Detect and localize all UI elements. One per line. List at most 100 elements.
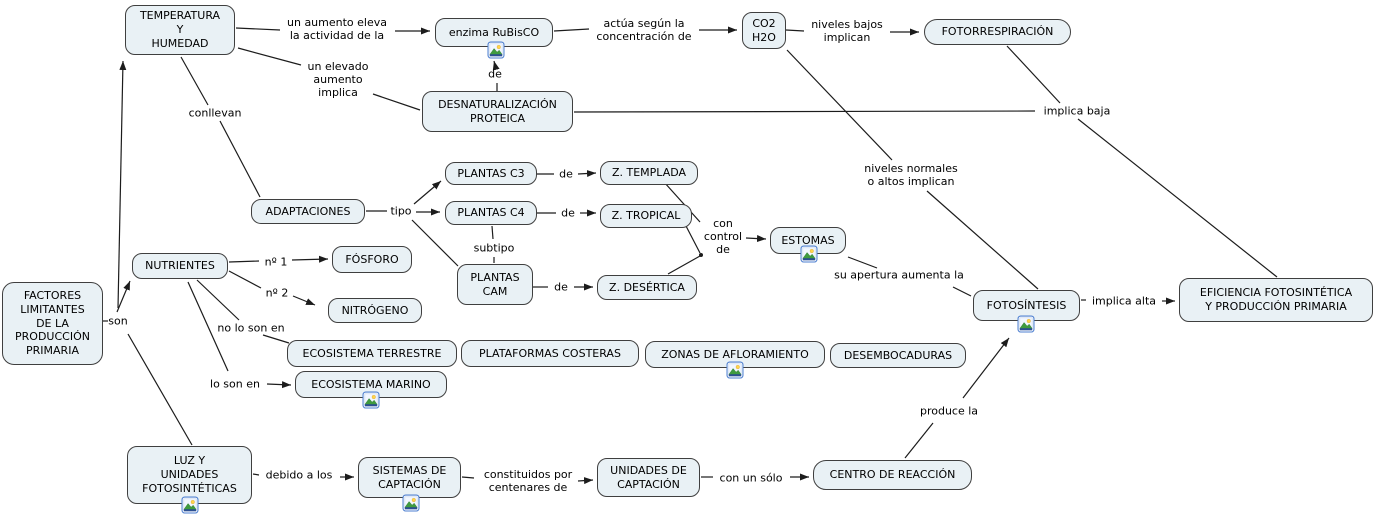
link-label-de-c4[interactable]: de [561,206,575,220]
node-plantas-cam[interactable]: PLANTAS CAM [457,264,533,305]
node-label: UNIDADES DE CAPTACIÓN [610,463,687,491]
node-label: ECOSISTEMA MARINO [311,377,431,391]
link-label-lo-son-en[interactable]: lo son en [210,377,260,391]
link-label-niveles-normales[interactable]: niveles normales o altos implican [864,161,958,188]
node-label: CENTRO DE REACCIÓN [829,468,956,482]
link-label-elevado-aumento[interactable]: un elevado aumento implica [307,60,369,100]
node-nitrogeno[interactable]: NITRÓGENO [328,298,422,323]
node-fosforo[interactable]: FÓSFORO [332,246,412,273]
resource-image-icon[interactable] [181,496,199,514]
node-zonas-afloramiento[interactable]: ZONAS DE AFLORAMIENTO [645,341,825,368]
node-label: PLANTAS CAM [470,270,520,298]
resource-image-icon[interactable] [726,361,744,379]
link-label-no-lo-son-en[interactable]: no lo son en [217,321,285,335]
link-label-son[interactable]: son [108,314,128,328]
node-ecosistema-terrestre[interactable]: ECOSISTEMA TERRESTRE [287,340,457,367]
node-label: Z. TEMPLADA [611,166,687,180]
node-desnaturalizacion-proteica[interactable]: DESNATURALIZACIÓN PROTEICA [422,91,573,132]
junction-dot [699,253,703,257]
node-plataformas-costeras[interactable]: PLATAFORMAS COSTERAS [461,340,639,367]
connector [926,190,1039,290]
node-factores-limitantes[interactable]: FACTORES LIMITANTES DE LA PRODUCCIÓN PRI… [2,282,103,365]
link-label-de-rubisco[interactable]: de [488,67,502,81]
node-desembocaduras[interactable]: DESEMBOCADURAS [830,343,966,368]
link-label-n2[interactable]: nº 2 [265,286,289,300]
link-label-aumento-eleva[interactable]: un aumento eleva la actividad de la [287,15,387,42]
resource-image-icon[interactable] [1017,315,1035,333]
node-plantas-c4[interactable]: PLANTAS C4 [445,201,537,225]
link-label-de-cam[interactable]: de [554,280,568,294]
node-label: ADAPTACIONES [265,204,351,218]
node-z-tropical[interactable]: Z. TROPICAL [600,204,692,228]
node-label: ZONAS DE AFLORAMIENTO [661,347,809,361]
node-label: NUTRIENTES [145,259,215,273]
link-label-debido-a-los[interactable]: debido a los [265,468,333,482]
node-fotorrespiracion[interactable]: FOTORRESPIRACIÓN [924,19,1071,45]
link-label-n1[interactable]: nº 1 [264,255,288,269]
node-co2-h2o[interactable]: CO2 H2O [742,12,786,49]
link-label-con-un-solo[interactable]: con un sólo [719,471,783,485]
connector [291,255,329,263]
node-label: TEMPERATURA Y HUMEDAD [139,9,221,50]
node-label: PLANTAS C3 [457,166,525,180]
link-label-niveles-bajos[interactable]: niveles bajos implican [811,17,883,44]
node-label: DESNATURALIZACIÓN PROTEICA [438,97,557,125]
link-label-actua-segun[interactable]: actúa según la concentración de [596,16,692,43]
connector [413,180,442,205]
connector [292,295,316,306]
node-label: FOTORRESPIRACIÓN [941,25,1054,39]
resource-image-icon[interactable] [487,41,505,59]
link-label-de-c3[interactable]: de [559,167,573,181]
resource-image-icon[interactable] [402,494,420,512]
connector [577,477,594,485]
link-label-tipo[interactable]: tipo [390,204,412,218]
link-label-conllevan[interactable]: conllevan [188,106,242,120]
node-eficiencia-fotosintetica[interactable]: EFICIENCIA FOTOSINTÉTICA Y PRODUCCIÓN PR… [1179,278,1373,322]
link-label-constituidos[interactable]: constituidos por centenares de [483,467,573,494]
link-label-implica-alta[interactable]: implica alta [1091,294,1157,308]
connector [266,381,292,389]
connector [786,49,893,161]
node-label: ESTOMAS [781,233,835,247]
link-label-con-control-de[interactable]: con control de [703,217,743,257]
node-sistemas-captacion[interactable]: SISTEMAS DE CAPTACIÓN [358,457,461,498]
link-label-produce-la[interactable]: produce la [919,404,979,418]
node-fotosintesis[interactable]: FOTOSÍNTESIS [973,290,1080,321]
node-z-desertica[interactable]: Z. DESÉRTICA [597,275,697,300]
node-label: ECOSISTEMA TERRESTRE [302,346,442,360]
connector [411,219,459,267]
connector [187,281,229,372]
link-label-subtipo[interactable]: subtipo [473,241,515,255]
node-z-templada[interactable]: Z. TEMPLADA [600,161,698,185]
resource-image-icon[interactable] [362,391,380,409]
connector [372,93,421,111]
node-plantas-c3[interactable]: PLANTAS C3 [445,162,537,185]
node-luz-unidades-fotosinteticas[interactable]: LUZ Y UNIDADES FOTOSINTÉTICAS [127,446,252,504]
node-temperatura-humedad[interactable]: TEMPERATURA Y HUMEDAD [125,5,235,55]
connector [461,476,475,479]
connector [847,256,878,269]
node-label: CO2 H2O [752,16,776,44]
link-label-su-apertura[interactable]: su apertura aumenta la [834,268,964,282]
connector [228,260,260,263]
connector [685,225,701,254]
node-label: enzima RuBisCO [448,25,540,39]
node-centro-reaccion[interactable]: CENTRO DE REACCIÓN [813,460,972,490]
connector [252,473,260,476]
node-adaptaciones[interactable]: ADAPTACIONES [251,199,365,224]
resource-image-icon[interactable] [800,245,818,263]
node-label: NITRÓGENO [341,303,409,317]
node-ecosistema-marino[interactable]: ECOSISTEMA MARINO [295,371,447,398]
node-unidades-captacion[interactable]: UNIDADES DE CAPTACIÓN [597,458,700,497]
connector [262,334,290,344]
node-label: DESEMBOCADURAS [843,348,953,362]
connector [667,255,701,275]
connector [127,333,193,446]
connector [117,60,127,309]
node-label: EFICIENCIA FOTOSINTÉTICA Y PRODUCCIÓN PR… [1199,286,1353,313]
connector [745,235,767,243]
link-label-implica-baja[interactable]: implica baja [1043,104,1111,118]
node-nutrientes[interactable]: NUTRIENTES [132,253,228,279]
connector [553,28,590,32]
